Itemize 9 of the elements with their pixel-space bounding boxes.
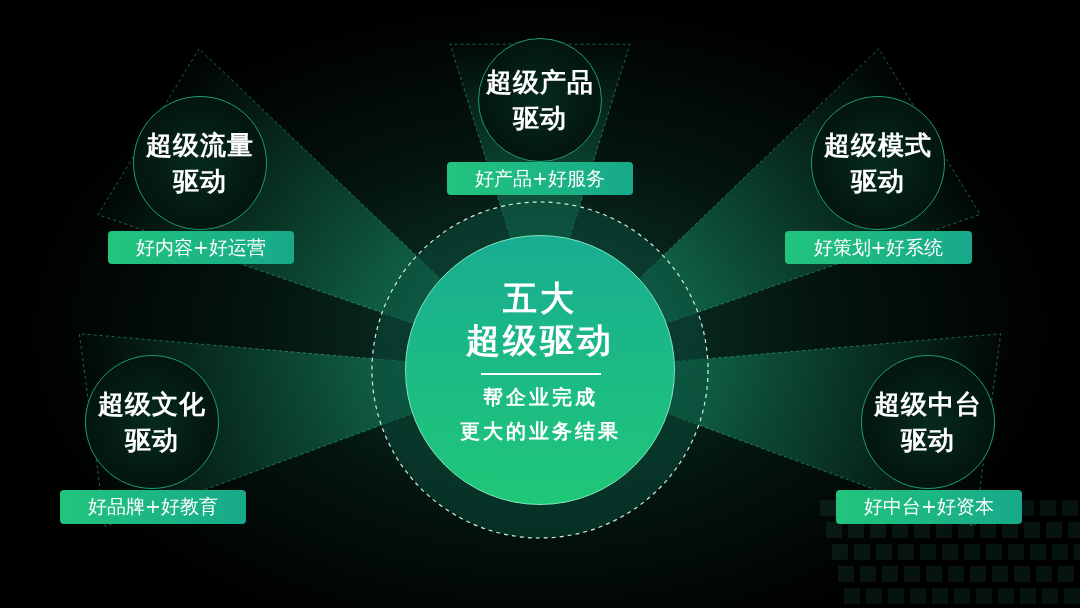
tag-label: 好中台+好资本 [836, 490, 1022, 524]
center-heading: 超级驱动 [465, 319, 615, 362]
tag-label: 好策划+好系统 [785, 231, 972, 264]
tag-label: 好产品+好服务 [447, 162, 633, 195]
center-subtitle: 更大的业务结果 [458, 418, 622, 445]
tag-label: 好品牌+好教育 [60, 490, 246, 524]
center-heading: 五大 [502, 277, 578, 320]
tag-label: 好内容+好运营 [108, 231, 294, 264]
center-subtitle: 帮企业完成 [481, 384, 599, 411]
